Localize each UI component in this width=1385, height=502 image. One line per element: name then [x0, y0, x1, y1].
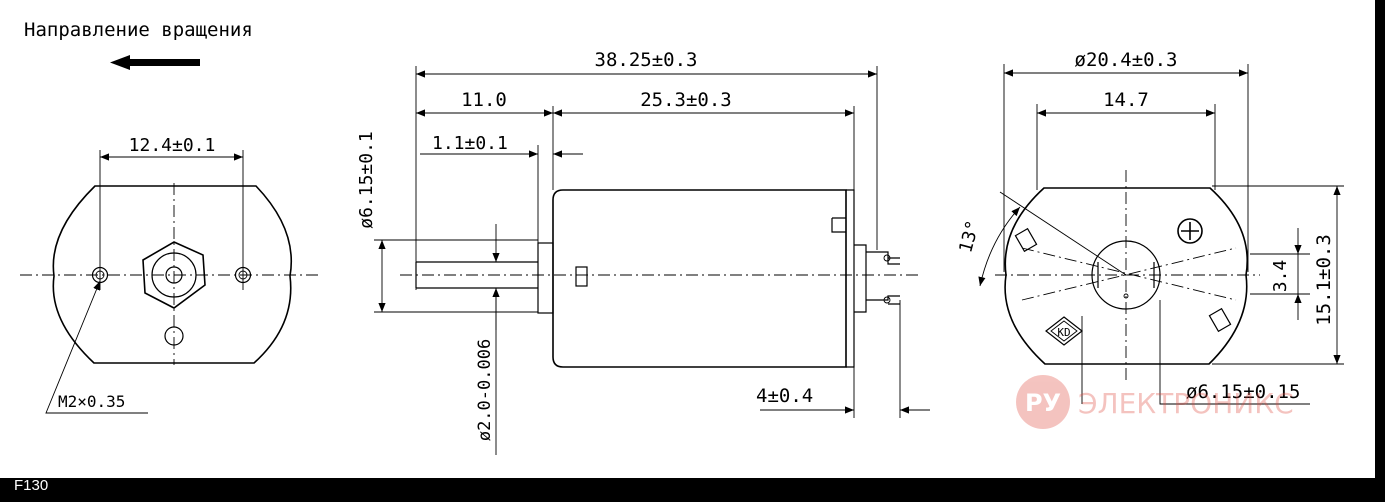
front-outline [52, 185, 293, 364]
drawing-sheet [0, 0, 1375, 478]
dim-hole-spacing: 12.4±0.1 [129, 135, 216, 156]
side-view: 38.25±0.3 11.0 25.3±0.3 1.1±0.1 ø6.15±0.… [356, 49, 930, 455]
vent-hole [164, 326, 184, 346]
rear-view: ø20.4±0.3 14.7 15.1±0.3 3.4 13° [955, 49, 1344, 405]
dim-total-length: 38.25±0.3 [595, 49, 698, 71]
dim-body-length: 25.3±0.3 [640, 89, 732, 111]
dim-boss-diameter: ø6.15±0.1 [356, 131, 377, 229]
brush-slot-upper [1014, 227, 1038, 253]
front-view: 12.4±0.1 M2×0.35 [20, 135, 320, 414]
dim-terminal-length: 4±0.4 [756, 385, 813, 407]
model-code: F130 [14, 477, 48, 494]
mount-hole-right [234, 266, 252, 284]
terminals [854, 244, 900, 313]
brand-mark: KD [1057, 326, 1070, 339]
brush-slot-lower [1208, 307, 1232, 333]
plus-terminal-icon [1177, 218, 1203, 244]
brand-logo-icon: KD [1045, 316, 1083, 346]
dim-rear-height: 15.1±0.3 [1313, 234, 1335, 326]
dim-shaft-diameter: ø2.0-0.006 [475, 339, 495, 441]
dim-bearing: ø6.15±0.15 [1186, 381, 1300, 403]
motor-body [552, 189, 847, 368]
watermark-text: ЭЛЕКТРОНИКС [1078, 387, 1294, 420]
body-tab [575, 266, 588, 287]
rotation-direction-arrow-icon [110, 55, 200, 70]
dim-boss-length: 1.1±0.1 [432, 133, 508, 154]
dim-rear-diameter: ø20.4±0.3 [1075, 49, 1178, 71]
dim-shaft-length: 11.0 [461, 89, 507, 111]
bearing [1091, 240, 1161, 310]
dim-thread: M2×0.35 [58, 392, 125, 411]
watermark-logo-text: РУ [1025, 389, 1061, 417]
rotation-direction-title: Направление вращения [24, 19, 253, 41]
watermark-logo-icon [1016, 375, 1070, 429]
watermark: РУ ЭЛЕКТРОНИКС [1016, 375, 1294, 429]
mount-hole-left [91, 266, 109, 284]
dim-flat-width: 14.7 [1103, 89, 1149, 111]
end-cap [831, 189, 855, 368]
dim-offset: 3.4 [1270, 260, 1291, 293]
front-boss [142, 241, 206, 309]
